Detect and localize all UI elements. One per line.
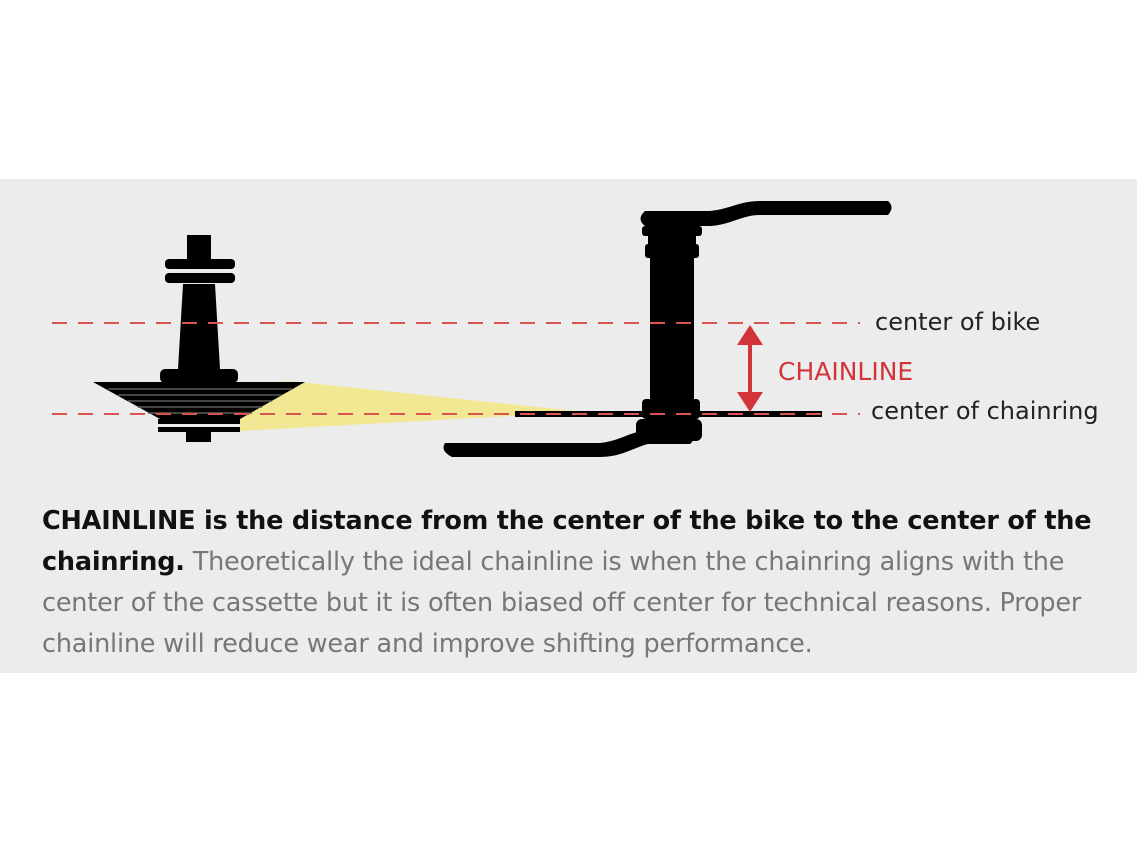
chainline-label: CHAINLINE <box>778 357 913 386</box>
cassette-hub-icon <box>93 235 305 442</box>
chainline-beam <box>240 381 585 431</box>
chainline-arrow-icon <box>737 325 763 412</box>
center-of-chainring-label: center of chainring <box>871 397 1099 425</box>
chainline-panel: center of bike CHAINLINE center of chain… <box>0 179 1137 673</box>
caption-bold: CHAINLINE is the distance from the cente… <box>42 506 1092 577</box>
crankset-icon <box>443 201 892 457</box>
chainline-caption: CHAINLINE is the distance from the cente… <box>42 501 1122 665</box>
caption-text: Theoretically the ideal chainline is whe… <box>42 547 1082 659</box>
center-of-bike-label: center of bike <box>875 308 1040 336</box>
chainline-diagram: center of bike CHAINLINE center of chain… <box>52 201 1099 457</box>
